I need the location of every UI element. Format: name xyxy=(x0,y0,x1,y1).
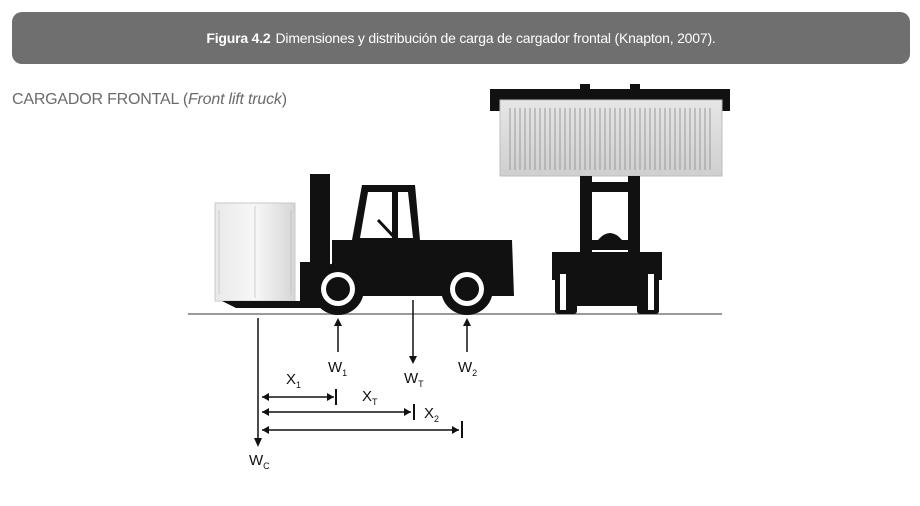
label-x2: X2 xyxy=(424,405,439,424)
label-w2: W2 xyxy=(458,359,477,378)
forklift-rear-view xyxy=(490,84,730,314)
label-x1: X1 xyxy=(286,371,301,390)
figure-caption-text: Dimensiones y distribución de carga de c… xyxy=(275,30,716,46)
label-wt: WT xyxy=(404,370,424,389)
label-wc: WC xyxy=(249,452,270,471)
container xyxy=(499,99,723,177)
container-ribs xyxy=(509,108,711,170)
label-w1: W1 xyxy=(328,359,347,378)
section-subtitle: Front lift truck xyxy=(187,91,282,108)
load-arrows xyxy=(254,300,471,447)
forklift-side-view xyxy=(214,174,514,315)
figure-number: Figura 4.2 xyxy=(206,30,271,46)
label-xt: XT xyxy=(362,388,378,407)
section-title: CARGADOR FRONTAL (Front lift truck) xyxy=(12,91,287,108)
figure-caption: Figura 4.2 Dimensiones y distribución de… xyxy=(12,12,910,64)
fork xyxy=(222,296,312,308)
dimension-lines xyxy=(262,389,463,438)
